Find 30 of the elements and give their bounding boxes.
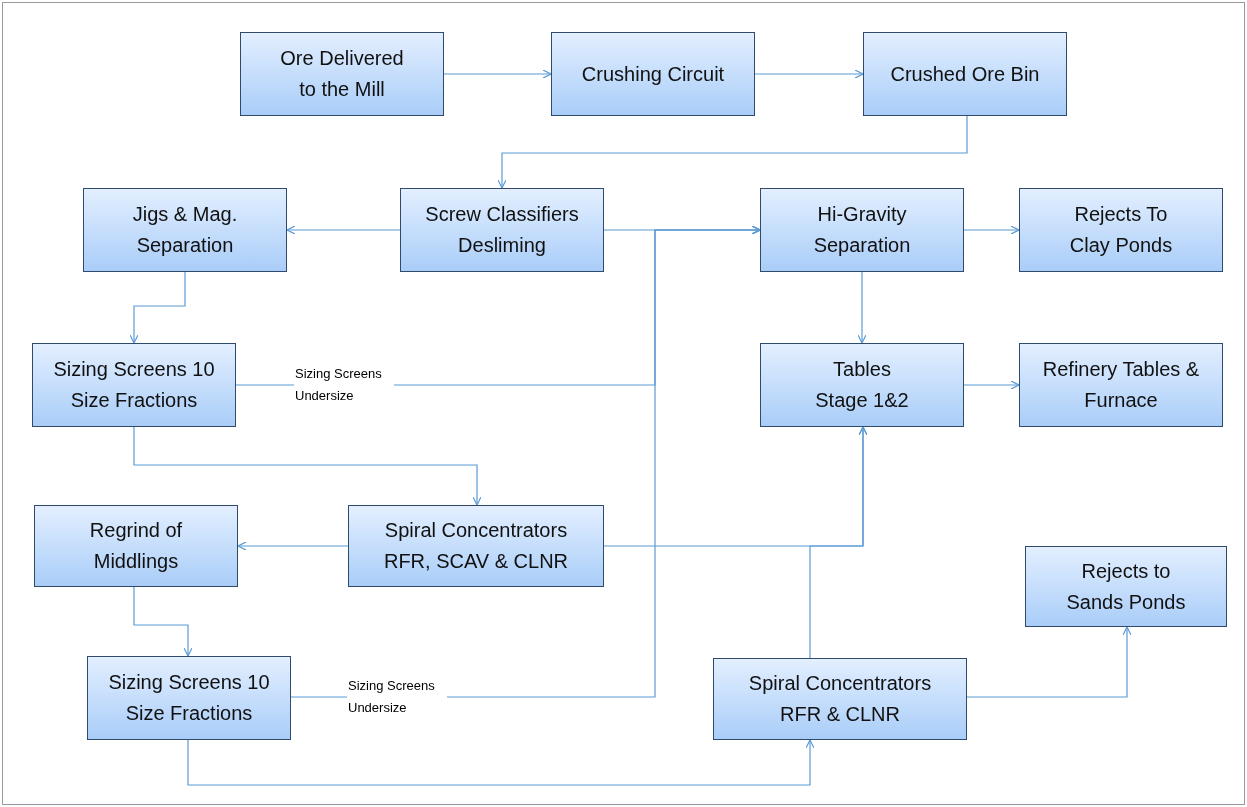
process-box: Regrind of Middlings (34, 505, 238, 587)
process-box: Crushing Circuit (551, 32, 755, 116)
arrow (129, 271, 186, 344)
arrow (187, 739, 815, 786)
process-box: Spiral Concentrators RFR, SCAV & CLNR (348, 505, 604, 587)
process-box: Rejects to Sands Ponds (1025, 546, 1227, 627)
process-box: Spiral Concentrators RFR & CLNR (713, 658, 967, 740)
arrow (133, 586, 193, 657)
process-box: Tables Stage 1&2 (760, 343, 964, 427)
process-box: Rejects To Clay Ponds (1019, 188, 1223, 272)
arrow (237, 541, 349, 551)
process-box: Sizing Screens 10 Size Fractions (87, 656, 291, 740)
arrow (963, 225, 1020, 235)
arrow (809, 426, 868, 659)
arrow (857, 271, 867, 344)
process-box: Refinery Tables & Furnace (1019, 343, 1223, 427)
process-box: Jigs & Mag. Separation (83, 188, 287, 272)
arrow (290, 225, 761, 698)
arrow (966, 626, 1132, 698)
process-box: Hi-Gravity Separation (760, 188, 964, 272)
arrow (963, 380, 1020, 390)
arrow (754, 69, 864, 79)
process-box: Ore Delivered to the Mill (240, 32, 444, 116)
arrow (497, 115, 968, 189)
process-box: Crushed Ore Bin (863, 32, 1067, 116)
process-box: Screw Classifiers Desliming (400, 188, 604, 272)
arrow (133, 426, 482, 506)
arrow (286, 225, 401, 235)
process-box: Sizing Screens 10 Size Fractions (32, 343, 236, 427)
arrow (443, 69, 552, 79)
